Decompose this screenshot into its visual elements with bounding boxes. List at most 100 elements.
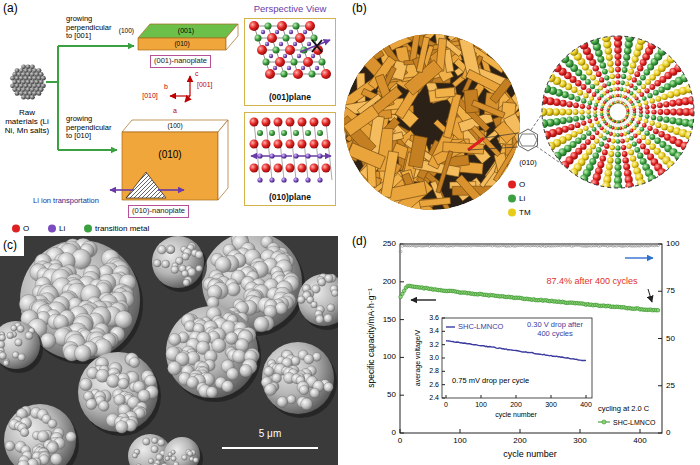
oxygen-atom [275, 57, 285, 67]
primary-grain [168, 361, 182, 375]
li-atom [615, 152, 621, 158]
blocked-li-arrow [300, 40, 330, 52]
metal-atom [611, 139, 616, 144]
secondary-particle [298, 274, 338, 326]
efficiency-point [428, 244, 431, 247]
label-ground [0, 236, 24, 256]
primary-grain [304, 354, 314, 364]
li-atom [615, 164, 622, 171]
efficiency-point [509, 244, 512, 247]
primary-grain [115, 420, 128, 433]
primary-grain [80, 378, 92, 390]
axis-label: c [195, 70, 199, 78]
metal-atom [610, 74, 615, 79]
atom-row [569, 118, 614, 179]
atom-row [625, 74, 693, 109]
primary-grain [275, 302, 287, 314]
metal-atom [628, 69, 634, 75]
metal-atom [566, 109, 572, 115]
oxygen-atom [573, 102, 579, 108]
oxygen-atom [649, 84, 655, 90]
primary-grain [17, 325, 24, 332]
axis-arrow [170, 95, 190, 96]
legend-text: SHC-LMNCO [613, 419, 655, 426]
oxygen-atom [621, 145, 626, 150]
li-atom [568, 94, 574, 100]
primary-grain [196, 265, 203, 272]
efficiency-point [610, 244, 613, 247]
polyhedron-edge [519, 134, 537, 146]
oxygen-atom [599, 77, 604, 82]
sem-image [0, 236, 338, 465]
li-atom [297, 54, 301, 58]
efficiency-point [415, 244, 418, 247]
legend-swatch [508, 194, 516, 202]
axis-label: [001] [197, 81, 213, 89]
li-atom [669, 117, 676, 124]
facet-label-box: (010)-nanoplate [128, 205, 189, 218]
tick-label: 400 [580, 401, 592, 409]
metal-atom [641, 84, 646, 89]
metal-atom [577, 90, 583, 96]
metal-atom [611, 81, 616, 86]
legend-swatch [48, 224, 56, 232]
legend-sample [598, 418, 610, 426]
oxygen-atom [637, 65, 643, 71]
series-label: SHC-LMNCO [458, 323, 503, 332]
oxygen-atom [305, 21, 315, 31]
facet-label: (100) [167, 122, 182, 129]
metal-atom [656, 122, 662, 128]
efficiency-point [511, 243, 514, 246]
tick-label: 2.8 [429, 367, 439, 375]
panel-letter: (d) [352, 235, 367, 249]
li-atom [650, 180, 659, 189]
primary-grain [25, 332, 33, 340]
primary-grain [331, 290, 338, 297]
li-atom [576, 180, 585, 189]
li-atom [279, 42, 283, 46]
efficiency-point [640, 243, 643, 246]
primary-grain [195, 251, 203, 259]
tick [442, 358, 445, 359]
oxygen-atom [257, 45, 267, 55]
metal-atom [565, 41, 574, 50]
metal-atom [579, 109, 584, 114]
primary-grain [152, 437, 158, 443]
oxygen-atom [322, 164, 331, 173]
oxygen-atom [588, 119, 593, 124]
metal-atom [644, 119, 649, 124]
oxygen-atom [620, 139, 625, 144]
metal-atom [661, 94, 667, 100]
tick-label: 25 [666, 381, 675, 390]
oxygen-atom [590, 135, 595, 140]
primary-grain [297, 296, 305, 304]
metal-atom [559, 109, 566, 116]
atom-row [569, 44, 614, 105]
li-atom [587, 114, 592, 119]
tick [580, 429, 581, 433]
metal-atom [583, 93, 588, 98]
primary-grain [287, 395, 296, 404]
metal-atom [601, 188, 610, 197]
axis-pointer-arrow [411, 299, 436, 300]
oxygen-atom [249, 21, 259, 31]
oxygen-atom [634, 71, 640, 77]
primary-grain [18, 460, 30, 465]
oxygen-atom [645, 105, 650, 110]
tick-label: 0 [666, 428, 670, 437]
metal-atom [577, 128, 583, 134]
li-atom [637, 152, 643, 158]
metal-atom [607, 60, 613, 66]
li-atom [623, 54, 630, 61]
efficiency-point [412, 244, 415, 247]
oxygen-atom [576, 35, 585, 44]
facet-label-box: (001)-nanoplate [150, 55, 211, 68]
li-atom [679, 155, 688, 164]
metal-atom [571, 87, 577, 93]
li-atom [657, 116, 663, 122]
oxygen-atom [648, 41, 657, 50]
oxygen-atom [250, 140, 259, 149]
oxygen-atom [293, 69, 303, 79]
primary-grain [0, 352, 6, 359]
metal-atom [685, 131, 694, 140]
